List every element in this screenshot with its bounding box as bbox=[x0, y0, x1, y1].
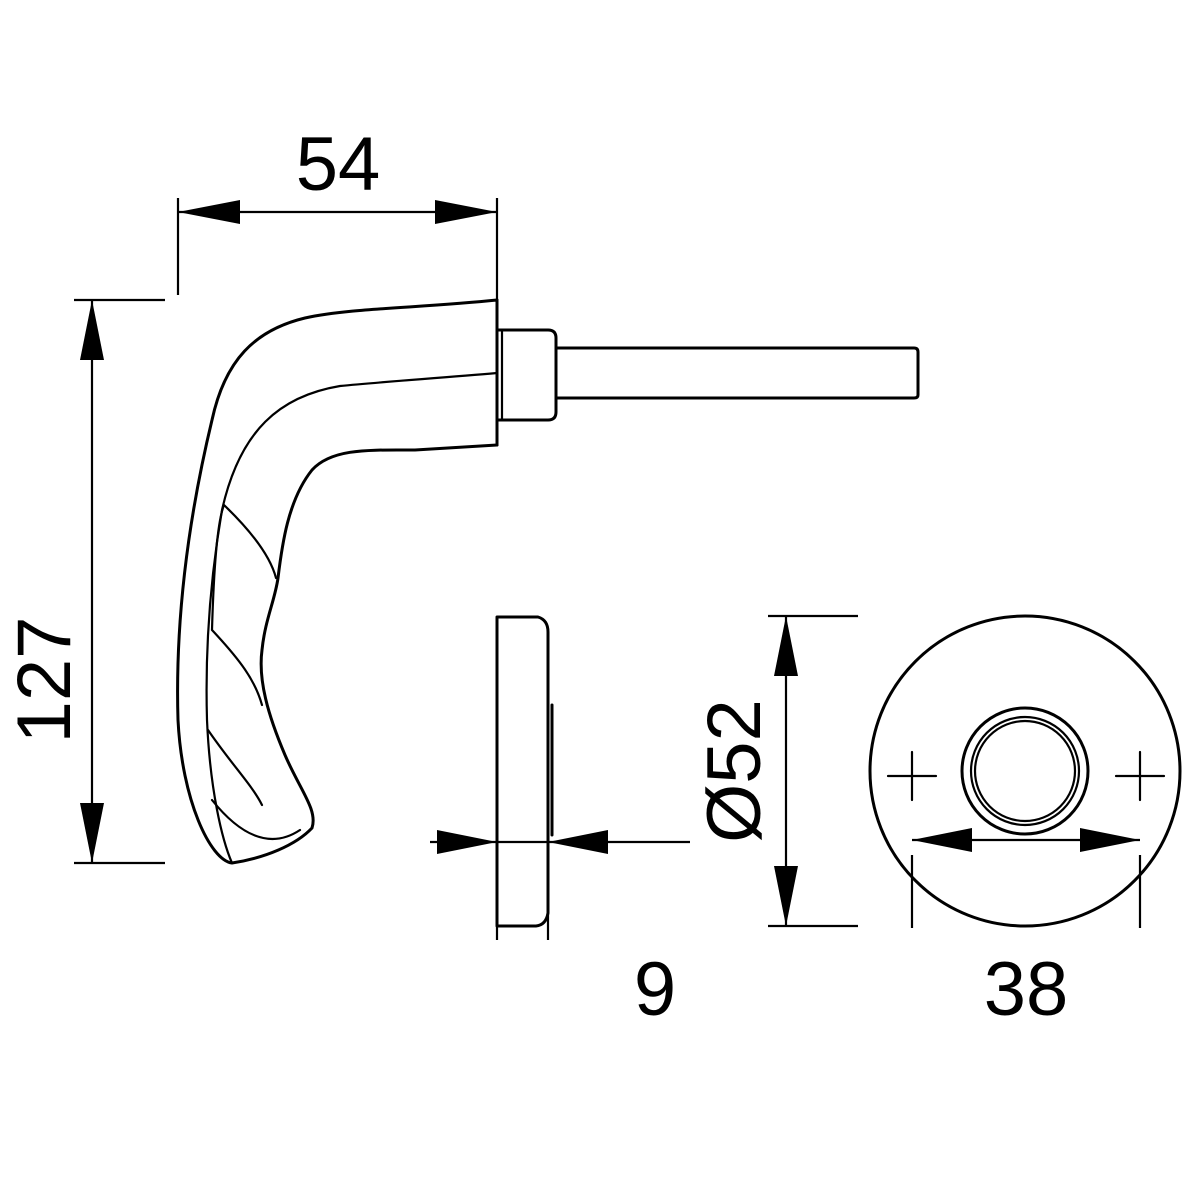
dimension-label-38: 38 bbox=[984, 947, 1069, 1032]
rose-bore-inner bbox=[969, 715, 1081, 827]
rose-side-view bbox=[495, 615, 554, 928]
handle-collar bbox=[495, 328, 558, 422]
dimension-38: 38 bbox=[910, 828, 1142, 1032]
spindle bbox=[554, 346, 920, 400]
rose-profile bbox=[495, 615, 550, 928]
dimension-label-diameter-52: Ø52 bbox=[692, 699, 777, 843]
rose-outer-circle bbox=[868, 614, 1182, 928]
handle-side-view bbox=[176, 298, 920, 865]
dimension-9: 9 bbox=[430, 830, 690, 1032]
rose-bore-outer bbox=[960, 706, 1090, 836]
dimension-54: 54 bbox=[176, 122, 499, 300]
dimension-label-54: 54 bbox=[296, 122, 381, 207]
rose-bore-core bbox=[973, 719, 1077, 823]
lever-outline bbox=[176, 298, 499, 865]
dimension-label-9: 9 bbox=[634, 947, 676, 1032]
grip-ridges bbox=[206, 503, 302, 840]
dimension-label-127: 127 bbox=[2, 617, 87, 744]
screw-mark-left bbox=[886, 750, 938, 802]
dimension-diameter-52: Ø52 bbox=[692, 614, 858, 928]
dimension-127: 127 bbox=[2, 298, 165, 865]
screw-mark-right bbox=[1114, 750, 1166, 802]
rose-front-view bbox=[868, 614, 1182, 928]
